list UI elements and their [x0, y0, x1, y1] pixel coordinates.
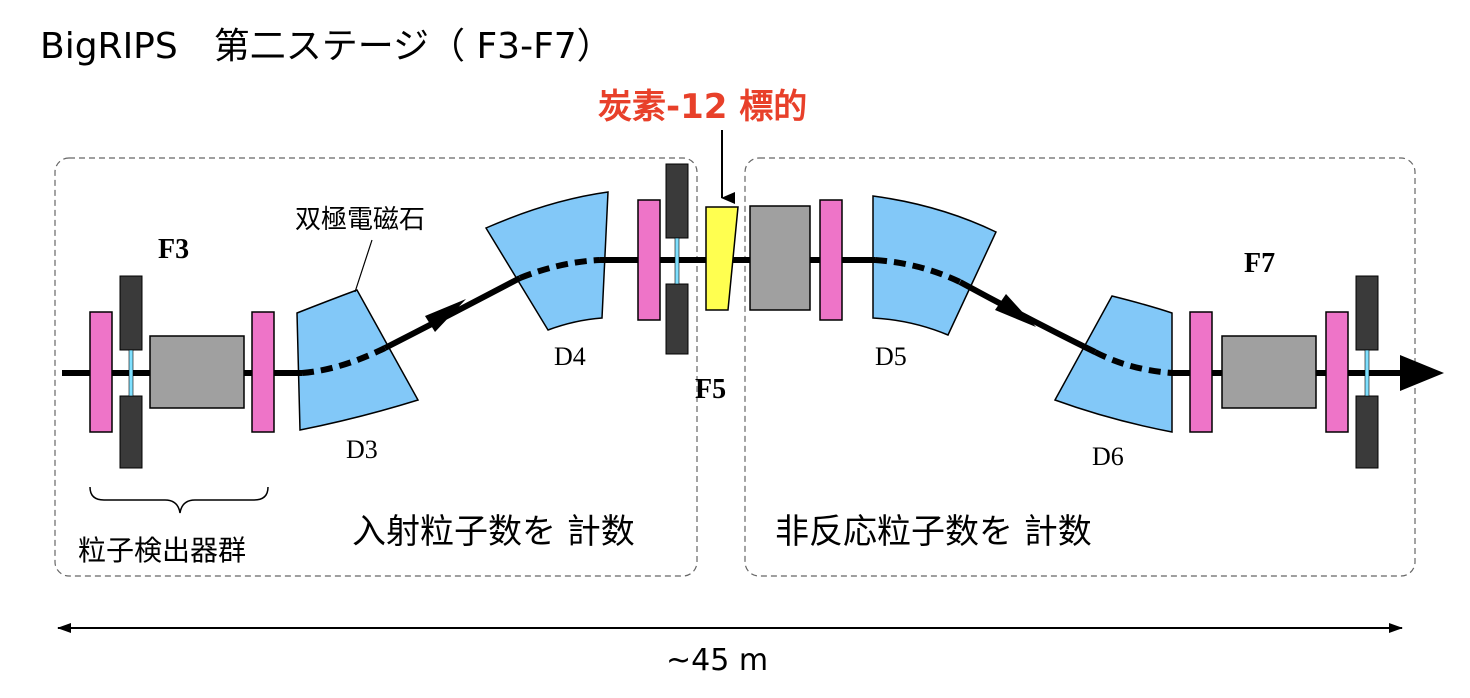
f5-label: F5	[695, 374, 726, 405]
f3-detectors	[89, 275, 275, 469]
f5-detectors	[637, 163, 689, 355]
beam-arrow-2	[995, 294, 1036, 327]
beam-arrow-end	[1400, 355, 1444, 391]
dipole-leader-line	[354, 239, 373, 293]
beam-arrow-1	[425, 299, 466, 332]
detector-group-brace	[89, 486, 269, 514]
length-label: ~45 m	[666, 643, 768, 678]
survivor-count-label: 非反応粒子数を 計数	[775, 512, 1092, 552]
f7-detectors	[1189, 275, 1379, 469]
dipole-d6	[1053, 295, 1173, 433]
page-title: BigRIPS 第二ステージ（ F3-F7）	[40, 26, 613, 67]
dipole-d5	[872, 195, 997, 336]
incident-count-label: 入射粒子数を 計数	[352, 512, 635, 552]
dipole-d4	[484, 191, 609, 331]
d5-label: D5	[875, 342, 907, 371]
incident-counting-box	[54, 157, 698, 577]
survivor-counting-box	[744, 157, 1416, 577]
f5-downstream	[749, 199, 843, 321]
f3-label: F3	[158, 234, 189, 265]
beam-in-dipoles	[301, 257, 1173, 376]
dipole-magnet-label: 双極電磁石	[295, 205, 425, 235]
carbon-target	[705, 206, 739, 311]
d3-label: D3	[346, 435, 378, 464]
target-label: 炭素-12 標的	[598, 87, 807, 127]
f7-label: F7	[1244, 248, 1275, 279]
d4-label: D4	[554, 342, 586, 371]
detector-group-label: 粒子検出器群	[78, 534, 246, 567]
d6-label: D6	[1092, 442, 1124, 471]
